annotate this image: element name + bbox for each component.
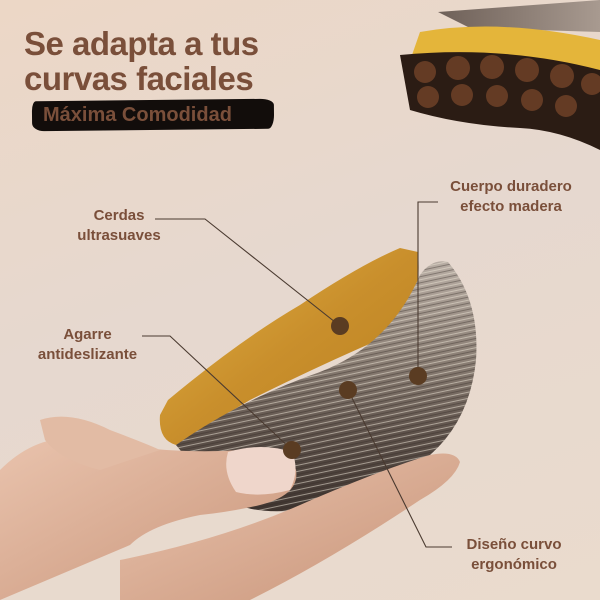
callout-line-1: Cuerpo duradero	[450, 178, 572, 195]
leader-line-cuerpo	[417, 201, 438, 376]
marker-dot-diseno	[339, 381, 357, 399]
callout-leader-lines	[142, 201, 452, 548]
callout-line-2: efecto madera	[460, 198, 562, 215]
callout-diseno-curvo: Diseño curvo ergonómico	[452, 535, 576, 575]
callout-line-2: ultrasuaves	[77, 227, 161, 244]
headline-line-1: Se adapta a tus	[24, 25, 259, 62]
callout-line-1: Cerdas	[93, 207, 145, 224]
callout-markers	[283, 317, 427, 459]
leader-line-agarre	[142, 335, 293, 451]
brush-closeup-image	[400, 0, 600, 151]
callout-cerdas-ultrasuaves: Cerdas ultrasuaves	[64, 206, 174, 246]
marker-dot-cerdas	[331, 317, 349, 335]
marker-dot-cuerpo	[409, 367, 427, 385]
callout-line-1: Diseño curvo	[466, 536, 562, 553]
headline-line-2: curvas faciales	[24, 60, 254, 97]
callout-cuerpo-duradero: Cuerpo duradero efecto madera	[436, 177, 586, 217]
callout-line-2: ergonómico	[471, 556, 557, 573]
subtitle: Máxima Comodidad	[43, 104, 232, 126]
callout-agarre-antideslizante: Agarre antideslizante	[20, 325, 155, 365]
marker-dot-agarre	[283, 441, 301, 459]
product-main-image	[0, 248, 477, 600]
headline: Se adapta a tus curvas faciales	[24, 26, 259, 96]
leader-line-cerdas	[155, 218, 341, 327]
leader-line-diseno	[347, 389, 452, 548]
callout-line-2: antideslizante	[37, 346, 138, 363]
callout-line-1: Agarre	[63, 326, 112, 343]
